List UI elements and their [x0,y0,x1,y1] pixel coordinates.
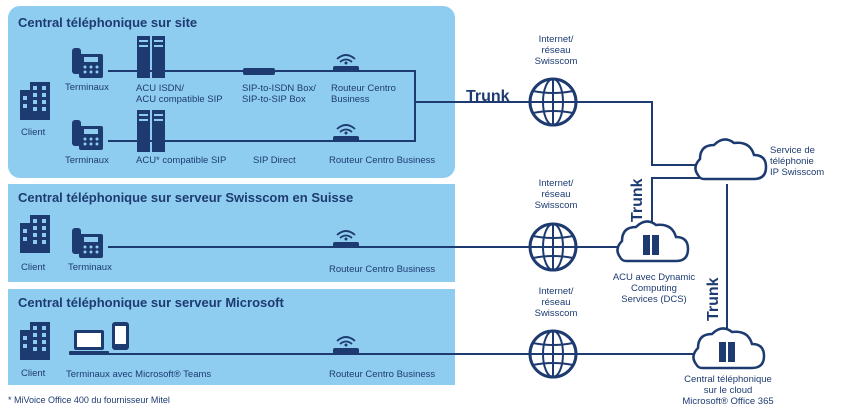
client-label: Client [21,368,46,379]
internet-label: réseau [541,45,570,56]
client-label: Client [21,127,46,138]
sip-box-label: SIP-to-SIP Box [242,94,306,105]
terminaux-label: Terminaux [65,82,109,93]
microsoft-cloud-label: sur le cloud [704,385,753,396]
internet-label: réseau [541,189,570,200]
laptop-icon [69,330,109,355]
service-label: IP Swisscom [770,167,824,178]
router-label: Routeur Centro [331,83,396,94]
dcs-cloud-icon [616,220,690,263]
footnote: * MiVoice Office 400 du fournisseur Mite… [8,395,170,405]
service-cloud-icon [694,138,768,181]
internet-label: Internet/ [539,286,574,297]
acu-isdn-label: ACU compatible SIP [136,94,223,105]
router-label: Business [331,94,370,105]
internet-label: Internet/ [539,178,574,189]
sip-direct-label: SIP Direct [253,155,296,166]
dcs-label: Computing [631,283,677,294]
trunk-label: Trunk [629,178,646,222]
router-label: Routeur Centro Business [329,155,435,166]
client-label: Client [21,262,46,273]
router-label: Routeur Centro Business [329,369,435,380]
acu-sip-label: ACU* compatible SIP [136,155,226,166]
internet-label: Swisscom [535,56,578,67]
section-panel-swisscom [8,184,455,282]
microsoft-cloud-label: Central téléphonique [684,374,772,385]
terminaux-label: Terminaux [65,155,109,166]
microsoft-cloud-label: Microsoft® Office 365 [682,396,773,407]
connection-lines [108,70,728,355]
acu-isdn-label: ACU ISDN/ [136,83,184,94]
microsoft-cloud-icon [692,327,766,370]
dcs-label: ACU avec Dynamic [613,272,696,283]
section-title-onsite: Central téléphonique sur site [18,15,197,30]
trunk-label: Trunk [466,88,510,105]
section-title-swisscom: Central téléphonique sur serveur Swissco… [18,190,353,205]
service-label: Service de [770,145,815,156]
dcs-label: Services (DCS) [621,294,686,305]
internet-label: Swisscom [535,200,578,211]
internet-globe-icon [528,329,578,379]
internet-globe-icon [528,222,578,272]
section-panel-onsite [8,6,455,178]
section-title-microsoft: Central téléphonique sur serveur Microso… [18,295,285,310]
terminaux-label: Terminaux [68,262,112,273]
smartphone-icon [112,322,129,350]
service-label: téléphonie [770,156,814,167]
internet-label: Swisscom [535,308,578,319]
internet-label: réseau [541,297,570,308]
router-label: Routeur Centro Business [329,264,435,275]
sip-box-label: SIP-to-ISDN Box/ [242,83,316,94]
internet-globe-icon [528,77,578,127]
terminaux-teams-label: Terminaux avec Microsoft® Teams [66,369,211,380]
internet-label: Internet/ [539,34,574,45]
sip-box-icon [243,68,275,75]
trunk-label: Trunk [705,277,722,321]
